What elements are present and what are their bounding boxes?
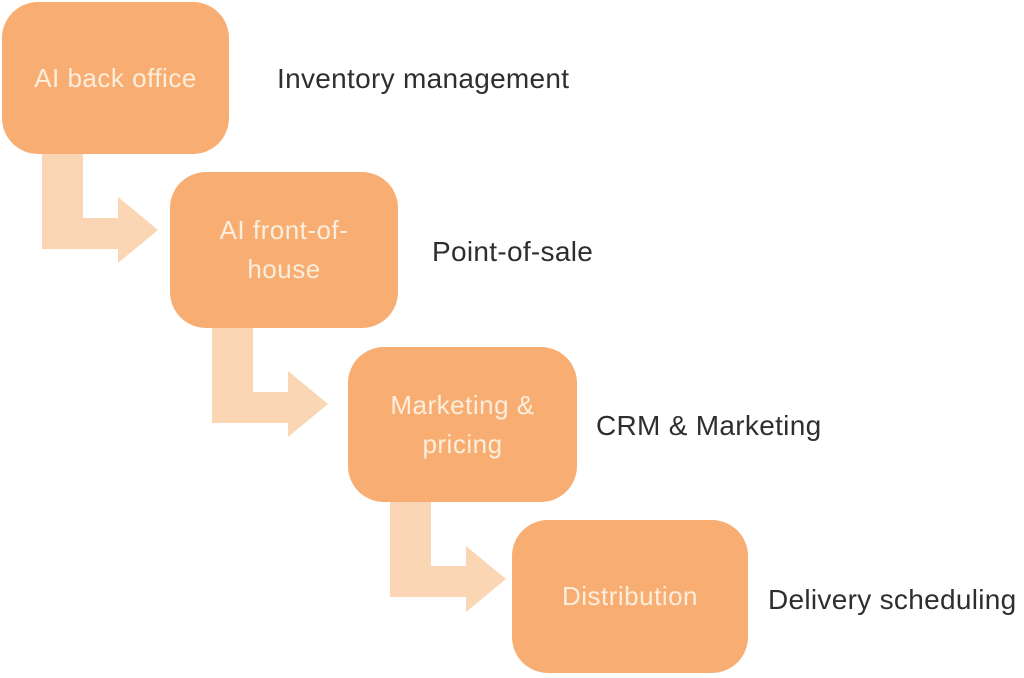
elbow-arrow-icon-1 <box>42 145 158 263</box>
flow-box-ai-back-office: AI back office <box>2 2 229 154</box>
elbow-arrow-icon-3 <box>390 495 506 612</box>
flow-box-marketing-pricing: Marketing & pricing <box>348 347 577 502</box>
side-label-inventory-management: Inventory management <box>277 63 570 94</box>
flow-box-label: AI front-of- house <box>219 215 349 284</box>
flow-box-label: Marketing & pricing <box>390 389 535 459</box>
flow-box-ai-front-of-house: AI front-of- house <box>170 172 398 328</box>
side-label-crm-marketing: CRM & Marketing <box>596 410 822 441</box>
flow-box-distribution: Distribution <box>512 520 748 673</box>
side-label-point-of-sale: Point-of-sale <box>432 236 594 267</box>
elbow-arrow-icon-2 <box>212 320 328 437</box>
side-label-delivery-scheduling: Delivery scheduling <box>768 584 1017 615</box>
flow-box-label: Distribution <box>561 581 699 611</box>
flow-box-label: AI back office <box>34 62 197 93</box>
